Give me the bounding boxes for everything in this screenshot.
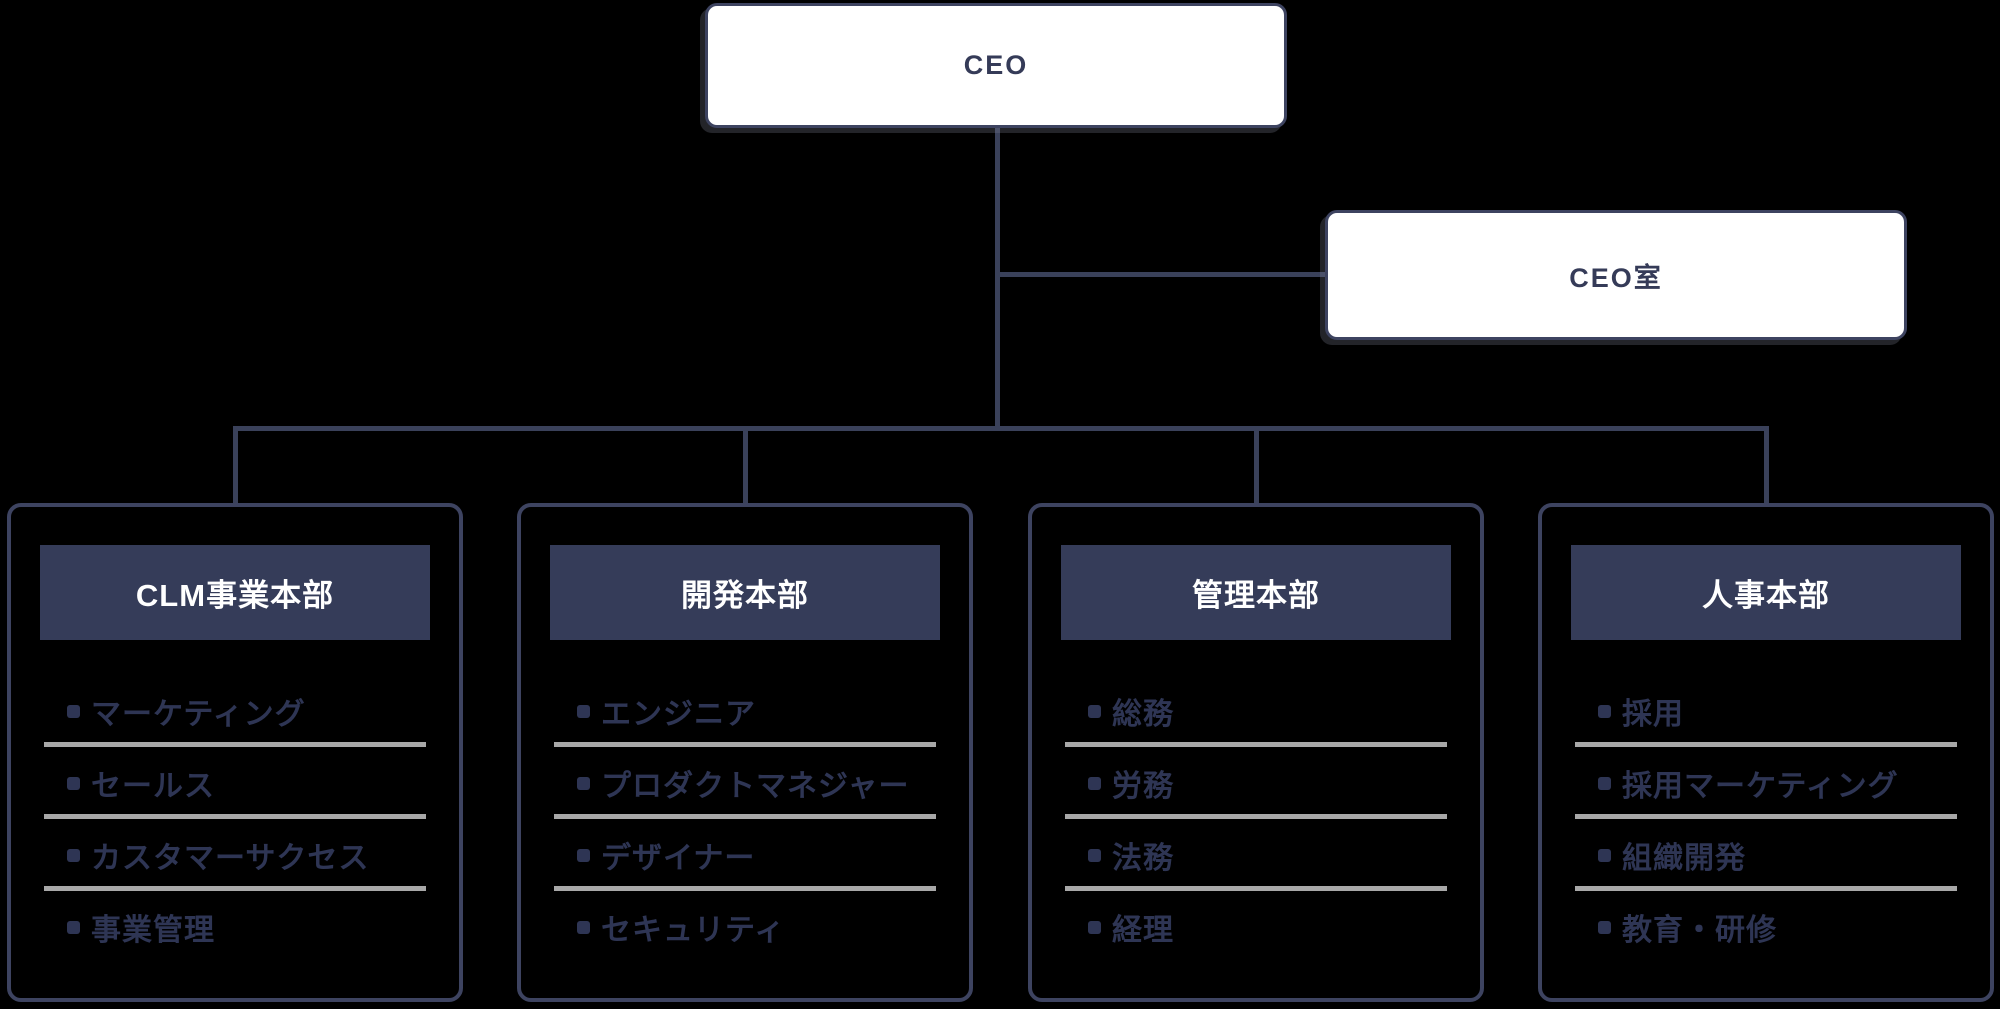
department-title: 管理本部	[1192, 578, 1320, 613]
department-list: マーケティング セールス カスタマーサクセス 事業管理	[44, 675, 426, 963]
bullet-icon	[67, 848, 80, 862]
department-item: プロダクトマネジャー	[554, 747, 936, 819]
department-item: カスタマーサクセス	[44, 819, 426, 891]
bullet-icon	[577, 776, 590, 790]
department-header: CLM事業本部	[40, 545, 430, 640]
department-list: 総務 労務 法務 経理	[1065, 675, 1447, 963]
bullet-icon	[577, 920, 590, 934]
department-header: 管理本部	[1061, 545, 1451, 640]
bullet-icon	[1088, 776, 1101, 790]
bullet-icon	[67, 776, 80, 790]
connector-ceo-office	[995, 272, 1327, 277]
bullet-icon	[577, 704, 590, 718]
department-item: 法務	[1065, 819, 1447, 891]
department-title: 人事本部	[1702, 578, 1830, 613]
bullet-icon	[1088, 920, 1101, 934]
department-box-admin: 管理本部 総務 労務 法務 経理	[1028, 503, 1484, 1002]
department-item: 教育・研修	[1575, 891, 1957, 963]
department-box-hr: 人事本部 採用 採用マーケティング 組織開発 教育・研修	[1538, 503, 1994, 1002]
department-item: 採用	[1575, 675, 1957, 747]
department-list: エンジニア プロダクトマネジャー デザイナー セキュリティ	[554, 675, 936, 963]
department-item: マーケティング	[44, 675, 426, 747]
connector-bus	[233, 426, 1769, 431]
bullet-icon	[67, 704, 80, 718]
department-box-dev: 開発本部 エンジニア プロダクトマネジャー デザイナー セキュリティ	[517, 503, 973, 1002]
ceo-office-node: CEO室	[1325, 210, 1907, 340]
bullet-icon	[1598, 776, 1611, 790]
department-item: エンジニア	[554, 675, 936, 747]
department-title: CLM事業本部	[135, 578, 335, 613]
department-header: 人事本部	[1571, 545, 1961, 640]
bullet-icon	[1598, 704, 1611, 718]
department-item: デザイナー	[554, 819, 936, 891]
connector-ceo-vertical	[995, 126, 1000, 428]
bullet-icon	[1598, 848, 1611, 862]
bullet-icon	[1598, 920, 1611, 934]
department-item: 事業管理	[44, 891, 426, 963]
connector-stub-dept-3	[1254, 428, 1259, 506]
department-item: 労務	[1065, 747, 1447, 819]
department-title: 開発本部	[681, 578, 809, 613]
department-list: 採用 採用マーケティング 組織開発 教育・研修	[1575, 675, 1957, 963]
ceo-node: CEO	[705, 3, 1287, 128]
department-item: 組織開発	[1575, 819, 1957, 891]
department-item: 総務	[1065, 675, 1447, 747]
bullet-icon	[67, 920, 80, 934]
department-header: 開発本部	[550, 545, 940, 640]
bullet-icon	[1088, 848, 1101, 862]
department-item: セールス	[44, 747, 426, 819]
department-box-clm: CLM事業本部 マーケティング セールス カスタマーサクセス 事業管理	[7, 503, 463, 1002]
bullet-icon	[1088, 704, 1101, 718]
ceo-label: CEO	[963, 50, 1029, 80]
connector-stub-dept-2	[743, 428, 748, 506]
department-item: 採用マーケティング	[1575, 747, 1957, 819]
department-item: 経理	[1065, 891, 1447, 963]
ceo-office-label: CEO室	[1569, 262, 1663, 293]
connector-stub-dept-4	[1764, 428, 1769, 506]
connector-stub-dept-1	[233, 428, 238, 506]
department-item: セキュリティ	[554, 891, 936, 963]
bullet-icon	[577, 848, 590, 862]
